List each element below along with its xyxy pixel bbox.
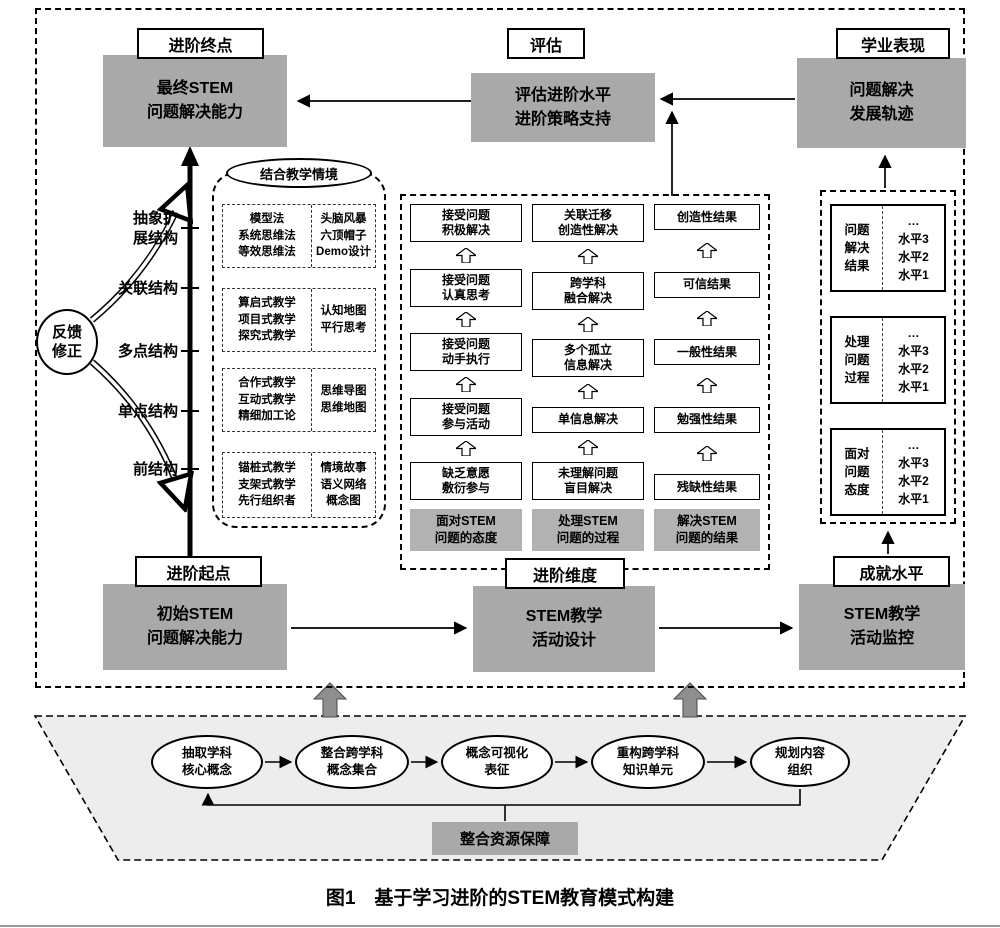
endpoint-box: 最终STEM 问题解决能力 — [103, 55, 287, 147]
up-arrow-icon — [532, 439, 644, 455]
context-row-4: 锚桩式教学 支架式教学 先行组织者 情境故事 语义网络 概念图 — [222, 452, 376, 518]
result-column: 创造性结果 可信结果 一般性结果 勉强性结果 残缺性结果 解决STEM 问题的结… — [654, 204, 760, 551]
levels-panel — [820, 190, 956, 524]
step-box: 未理解问题 盲目解决 — [532, 462, 644, 500]
up-arrow-icon — [654, 243, 760, 259]
attitude-footer: 面对STEM 问题的态度 — [410, 509, 522, 551]
level-section-label: 面对 问题 态度 — [832, 430, 883, 514]
performance-tab-label: 学业表现 — [860, 37, 925, 55]
evaluation-tab: 评估 — [507, 28, 585, 59]
endpoint-tab: 进阶终点 — [137, 28, 264, 59]
up-arrow-icon — [410, 247, 522, 263]
resource-box: 整合资源保障 — [432, 822, 578, 855]
context-row-1: 模型法 系统思维法 等效思维法 头脑风暴 六顶帽子 Demo设计 — [222, 204, 376, 268]
figure-caption: 图1 基于学习进阶的STEM教育模式构建 — [325, 888, 675, 909]
up-arrow-icon — [410, 376, 522, 392]
achievement-box: STEM教学 活动监控 — [799, 584, 965, 670]
axis-level-multi-point: 多点结构 — [117, 343, 178, 360]
dimension-tab: 进阶维度 — [505, 558, 625, 589]
step-box: 单信息解决 — [532, 406, 644, 433]
evaluation-box: 评估进阶水平 进阶策略支持 — [471, 73, 655, 142]
pipeline-ellipse-restructure-units: 重构跨学科 知识单元 — [591, 735, 705, 789]
pipeline-ellipse-integrate-concepts: 整合跨学科 概念集合 — [295, 735, 409, 789]
dimension-tab-label: 进阶维度 — [532, 567, 597, 585]
up-arrow-icon — [532, 249, 644, 265]
start-tab-label: 进阶起点 — [166, 565, 231, 583]
start-box: 初始STEM 问题解决能力 — [103, 584, 287, 670]
axis-level-pre-structure: 前结构 — [132, 461, 178, 478]
axis-level-abstract-extended: 抽象扩 展结构 — [132, 210, 178, 247]
dimension-box: STEM教学 活动设计 — [473, 586, 655, 672]
step-box: 缺乏意愿 敷衍参与 — [410, 462, 522, 500]
feedback-ellipse: 反馈 修正 — [36, 309, 98, 375]
level-section-result: 问题 解决 结果 … 水平3 水平2 水平1 — [830, 204, 946, 292]
achievement-tab-label: 成就水平 — [859, 565, 924, 583]
performance-box: 问题解决 发展轨迹 — [797, 58, 966, 148]
up-arrow-icon — [654, 445, 760, 461]
process-column: 关联迁移 创造性解决 跨学科 融合解决 多个孤立 信息解决 单信息解决 未理解问… — [532, 204, 644, 551]
level-section-attitude: 面对 问题 态度 … 水平3 水平2 水平1 — [830, 428, 946, 516]
context-row-2: 算启式教学 项目式教学 探究式教学 认知地图 平行思考 — [222, 288, 376, 352]
upward-block-arrow-icon — [312, 682, 708, 718]
step-box: 跨学科 融合解决 — [532, 271, 644, 310]
pipeline-ellipse-plan-content: 规划内容 组织 — [750, 737, 850, 787]
step-box: 多个孤立 信息解决 — [532, 339, 644, 377]
level-section-levels: … 水平3 水平2 水平1 — [898, 214, 929, 282]
context-row-3: 合作式教学 互动式教学 精细加工论 思维导图 思维地图 — [222, 368, 376, 432]
evaluation-tab-label: 评估 — [529, 37, 562, 55]
result-footer: 解决STEM 问题的结果 — [654, 509, 760, 551]
thinking-tool-cell: 头脑风暴 六顶帽子 Demo设计 — [316, 212, 371, 259]
endpoint-tab-label: 进阶终点 — [168, 37, 233, 55]
step-box: 一般性结果 — [654, 339, 760, 365]
up-arrow-icon — [410, 312, 522, 328]
level-section-levels: … 水平3 水平2 水平1 — [898, 326, 929, 394]
teaching-method-cell: 模型法 系统思维法 等效思维法 — [223, 205, 312, 267]
achievement-tab: 成就水平 — [833, 556, 950, 587]
teaching-method-cell: 合作式教学 互动式教学 精细加工论 — [223, 369, 312, 431]
step-box: 关联迁移 创造性解决 — [532, 204, 644, 242]
up-arrow-icon — [654, 378, 760, 394]
step-box: 接受问题 参与活动 — [410, 397, 522, 436]
level-section-label: 处理 问题 过程 — [832, 318, 883, 402]
step-box: 创造性结果 — [654, 204, 760, 230]
step-box: 残缺性结果 — [654, 474, 760, 500]
step-box: 接受问题 认真思考 — [410, 268, 522, 307]
process-footer: 处理STEM 问题的过程 — [532, 509, 644, 551]
up-arrow-icon — [532, 384, 644, 400]
attitude-column: 接受问题 积极解决 接受问题 认真思考 接受问题 动手执行 接受问题 参与活动 … — [410, 204, 522, 551]
level-section-process: 处理 问题 过程 … 水平3 水平2 水平1 — [830, 316, 946, 404]
step-box: 接受问题 积极解决 — [410, 204, 522, 242]
teaching-method-cell: 锚桩式教学 支架式教学 先行组织者 — [223, 453, 312, 517]
thinking-tool-cell: 情境故事 语义网络 概念图 — [320, 461, 367, 508]
level-section-levels: … 水平3 水平2 水平1 — [898, 438, 929, 506]
up-arrow-icon — [654, 310, 760, 326]
step-box: 接受问题 动手执行 — [410, 333, 522, 371]
teaching-method-cell: 算启式教学 项目式教学 探究式教学 — [223, 289, 312, 351]
context-title: 结合教学情境 — [226, 158, 372, 188]
step-box: 勉强性结果 — [654, 406, 760, 433]
pipeline-ellipse-extract-concepts: 抽取学科 核心概念 — [151, 735, 263, 789]
thinking-tool-cell: 思维导图 思维地图 — [320, 385, 367, 414]
performance-tab: 学业表现 — [836, 28, 950, 59]
step-box: 可信结果 — [654, 271, 760, 298]
up-arrow-icon — [532, 316, 644, 332]
up-arrow-icon — [410, 441, 522, 457]
axis-level-single-point: 单点结构 — [117, 403, 178, 420]
axis-level-relational: 关联结构 — [117, 280, 178, 297]
start-tab: 进阶起点 — [135, 556, 262, 587]
pipeline-ellipse-visualize: 概念可视化 表征 — [441, 735, 553, 789]
level-section-label: 问题 解决 结果 — [832, 206, 883, 290]
thinking-tool-cell: 认知地图 平行思考 — [320, 305, 367, 334]
